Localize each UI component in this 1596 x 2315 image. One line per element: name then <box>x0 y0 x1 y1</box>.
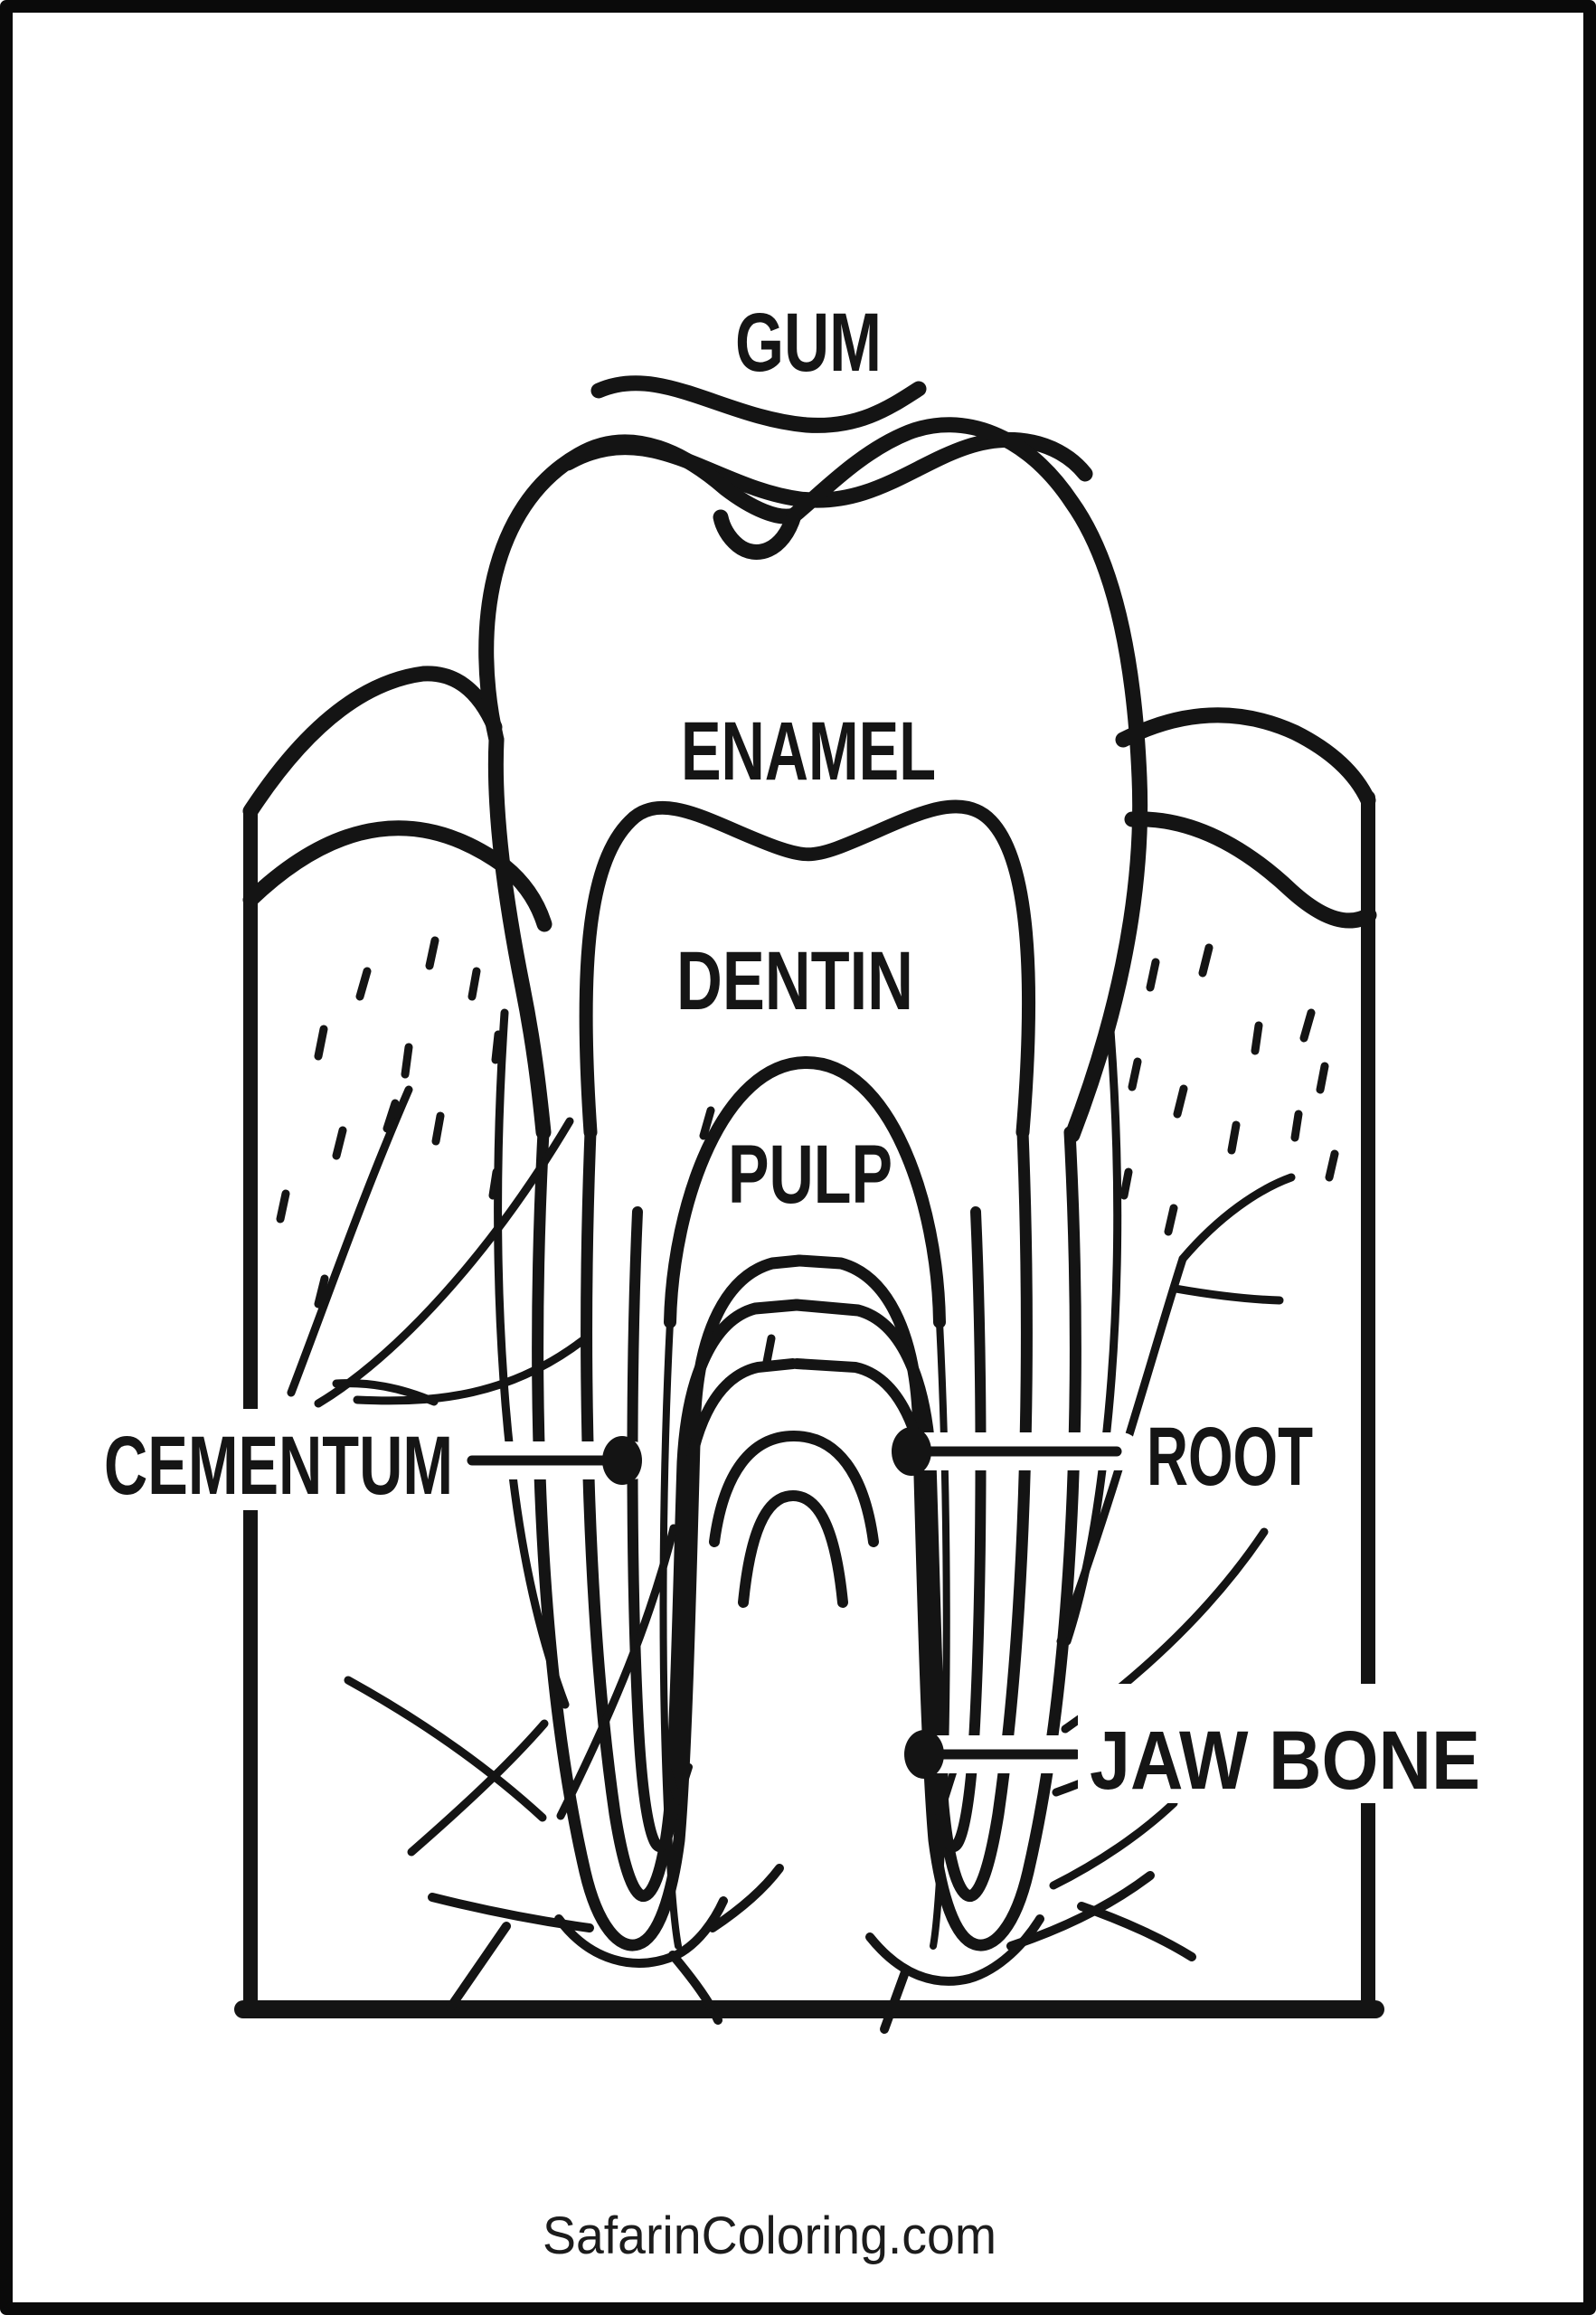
crown-fissure-curl <box>713 507 802 560</box>
label-cementum: CEMENTUM <box>104 1420 453 1512</box>
bifurcation-arches <box>709 1431 879 1608</box>
bifurcation-arch-inner <box>738 1490 848 1608</box>
pulp-chamber-dome <box>664 1056 946 1328</box>
bone-fan-right <box>1049 1026 1296 1890</box>
label-pulp: PULP <box>728 1129 892 1221</box>
cementum-text-halo <box>83 1409 467 1510</box>
right-root-layer-1 <box>793 1126 1081 1951</box>
crown-right-side <box>786 417 1148 1143</box>
label-enamel: ENAMEL <box>681 705 936 798</box>
stipple-center <box>699 1106 776 1366</box>
left-fan-1 <box>287 1085 413 1397</box>
gum-left-inner <box>242 820 552 932</box>
gum-wave-upper <box>590 375 927 433</box>
gum-lines <box>242 666 1377 932</box>
left-root-layer-2 <box>581 1126 803 1902</box>
label-root: ROOT <box>1147 1411 1313 1503</box>
footer-website-text: SafarinColoring.com <box>543 2206 996 2265</box>
bone-stipple <box>276 936 1339 1366</box>
left-root-canal <box>659 1318 682 1950</box>
left-fan-4 <box>344 1676 547 1822</box>
label-dentin: DENTIN <box>676 935 913 1027</box>
left-root-layer-1 <box>532 1126 806 1951</box>
gum-right-inner <box>1124 811 1377 929</box>
crown-left-side <box>487 732 552 1140</box>
root-dot <box>892 1427 931 1476</box>
left-canal-fork <box>664 1763 693 1805</box>
labels-layer: GUM ENAMEL DENTIN PULP CEMENTUM ROOT JAW… <box>104 297 1480 1807</box>
ridge-left-spur <box>668 1951 722 2025</box>
left-fan-6 <box>556 1524 678 1820</box>
label-gum: GUM <box>735 297 882 389</box>
crown-left-cusp <box>478 434 802 748</box>
left-socket-line <box>494 1008 570 1709</box>
label-jaw-bone: JAW BONE <box>1090 1715 1480 1807</box>
jawbone-dot <box>904 1730 944 1779</box>
right-fan-1 <box>1056 1254 1187 1646</box>
drawing-layer <box>234 375 1384 2034</box>
bifurcation-arch-outer <box>709 1431 879 1547</box>
left-fan-5 <box>407 1719 549 1857</box>
gum-right-outer <box>1115 707 1376 808</box>
right-root-layer-2 <box>790 1126 1033 1902</box>
enamel-dentin-line <box>579 799 1036 1139</box>
left-fan-3 <box>353 1332 592 1405</box>
leaders <box>438 1427 1140 1779</box>
ridge-left-bowl <box>554 1896 728 1968</box>
ridge-left-2 <box>446 1922 511 2012</box>
bone-fan-left <box>287 1008 678 1857</box>
ridge-right-1 <box>1006 1871 1155 1951</box>
tooth-crown <box>478 417 1148 1143</box>
right-fan-branch-up <box>1178 1173 1296 1263</box>
ridge-right-spur <box>880 1965 911 2034</box>
stipple-left <box>276 936 503 1309</box>
bone-ridge-lines <box>428 1864 1196 2034</box>
stipple-right <box>1119 943 1339 1236</box>
ridge-left-3 <box>708 1864 784 1932</box>
right-fan-4 <box>1049 1799 1178 1890</box>
cementum-dot <box>602 1436 642 1485</box>
left-fan-branch <box>332 1379 439 1406</box>
left-root <box>532 1126 806 1951</box>
right-fan-branch-mid <box>1171 1284 1284 1305</box>
ridge-right-2 <box>1077 1902 1196 1961</box>
gum-left-outer <box>242 666 503 819</box>
ridge-left-1 <box>428 1893 594 1932</box>
jawbone-text-halo <box>1078 1684 1505 1803</box>
